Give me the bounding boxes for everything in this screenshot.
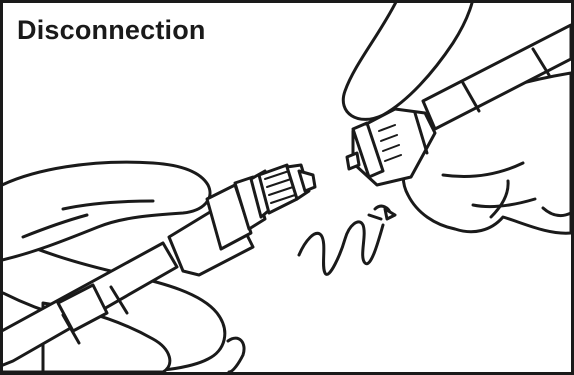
right-tubing-icon (421, 23, 571, 131)
male-connector-icon (167, 163, 317, 277)
diagram-title: Disconnection (17, 15, 206, 45)
left-tubing-icon (3, 241, 179, 367)
female-connector-icon (345, 107, 437, 187)
disconnection-illustration (3, 3, 571, 372)
twist-arrow-icon (297, 204, 397, 276)
